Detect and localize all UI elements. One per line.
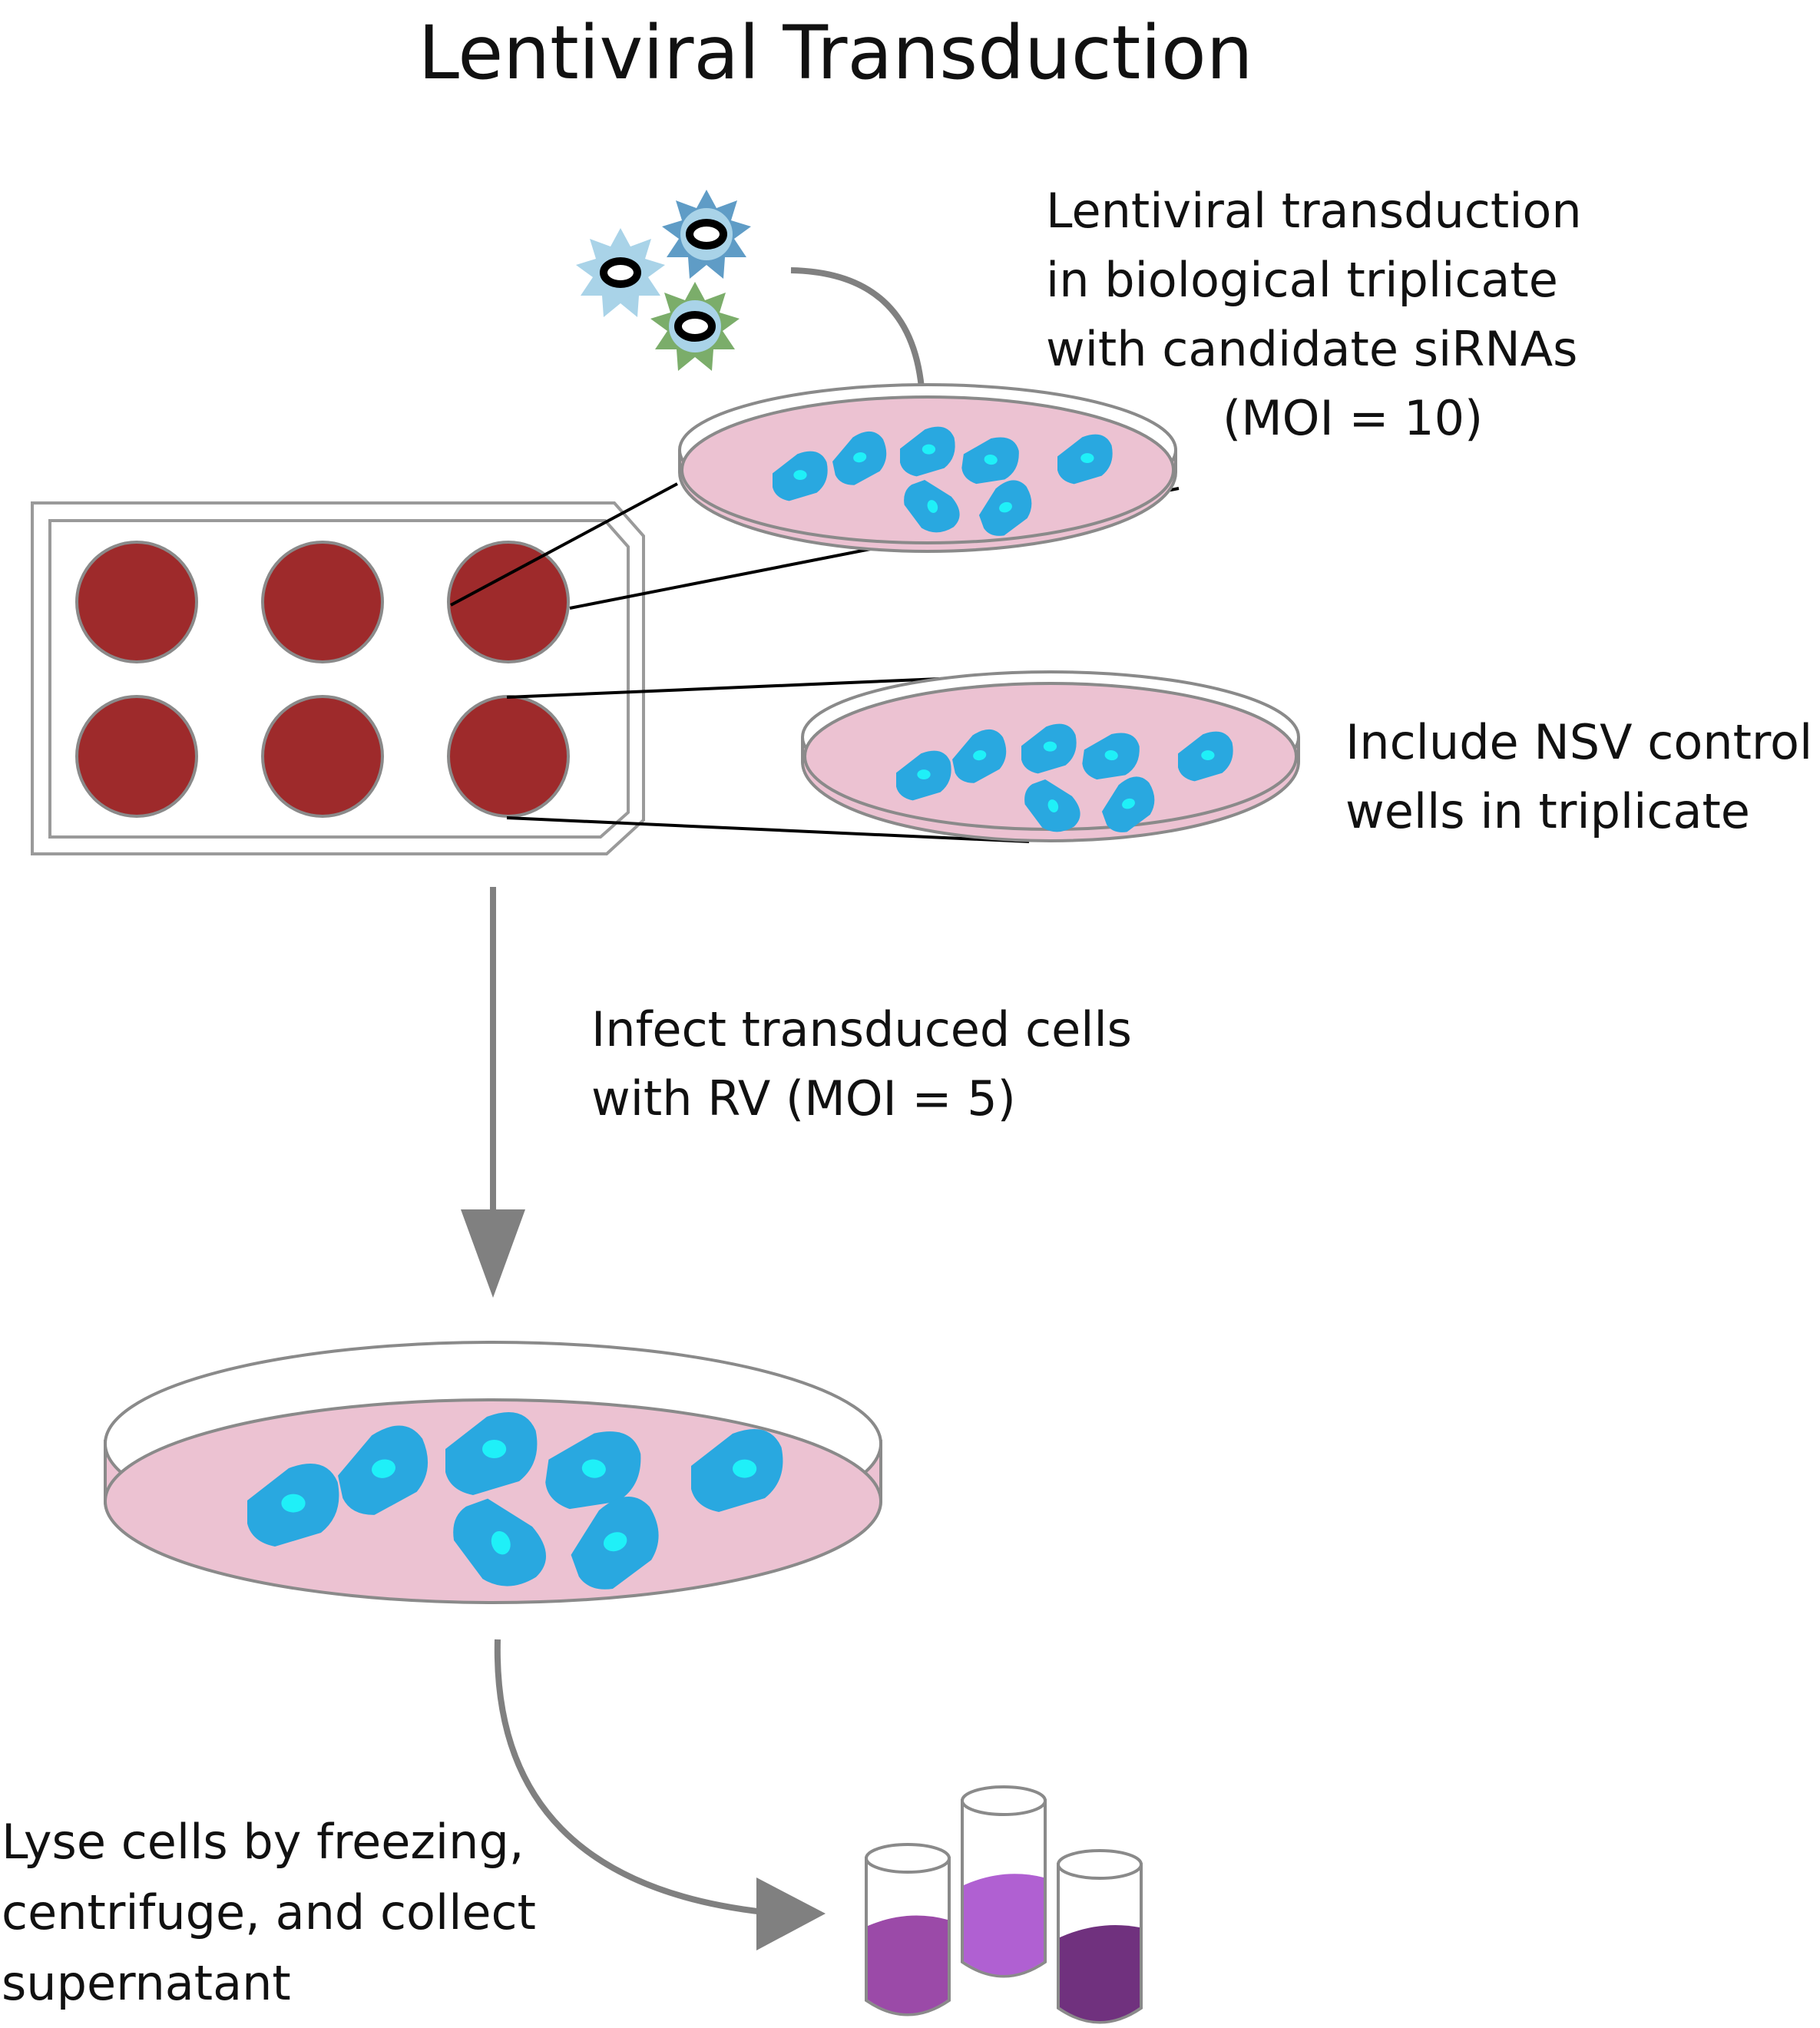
plate-inner-frame: [48, 519, 630, 839]
sample-tubes: [865, 1785, 1143, 2024]
well-b3: [447, 695, 570, 818]
connector-bottom-2: [506, 816, 1030, 843]
label-infect: Infect transduced cells with RV (MOI = 5…: [591, 1001, 1132, 1126]
virus-particle-3: [650, 282, 740, 371]
lentivirus-particles: [576, 190, 751, 371]
dish-nsv-control: [801, 670, 1300, 842]
label-infect-line-1: Infect transduced cells: [591, 1001, 1132, 1057]
label-transduction-line-4: (MOI = 10): [1223, 390, 1483, 446]
connector-top-1: [450, 482, 678, 607]
dish-candidate-sirna: [678, 383, 1177, 553]
infect-arrow: [461, 887, 525, 1298]
well-b1: [75, 695, 198, 818]
label-control-line-1: Include NSV control: [1345, 714, 1812, 770]
cells-large-dish: [247, 1412, 783, 1601]
label-lyse-line-2: centrifuge, and collect: [2, 1884, 536, 1940]
tube-3: [1057, 1849, 1143, 2024]
well-a1: [75, 541, 198, 663]
virus-particle-1: [576, 228, 665, 317]
label-lyse: Lyse cells by freezing, centrifuge, and …: [2, 1814, 536, 2011]
well-b2: [261, 695, 384, 818]
tube-2: [961, 1785, 1047, 1978]
label-transduction: Lentiviral transduction in biological tr…: [1046, 183, 1582, 446]
dish-rv-infected: [104, 1341, 882, 1604]
tube-1: [865, 1843, 951, 2016]
label-control-line-2: wells in triplicate: [1345, 783, 1750, 839]
well-a3: [447, 541, 570, 663]
lyse-arrow: [494, 1639, 826, 1950]
label-transduction-line-3: with candidate siRNAs: [1046, 321, 1577, 377]
well-a2: [261, 541, 384, 663]
virus-particle-2: [662, 190, 751, 279]
label-lyse-line-1: Lyse cells by freezing,: [2, 1814, 524, 1870]
six-well-plate: [31, 501, 645, 855]
cells-top-dish: [773, 426, 1113, 541]
page-title: Lentiviral Transduction: [418, 10, 1252, 96]
label-transduction-line-1: Lentiviral transduction: [1046, 183, 1582, 239]
label-lyse-line-3: supernatant: [2, 1955, 291, 2011]
cells-middle-dish: [896, 723, 1233, 841]
label-control: Include NSV control wells in triplicate: [1345, 714, 1812, 839]
label-transduction-line-2: in biological triplicate: [1046, 252, 1558, 308]
label-infect-line-2: with RV (MOI = 5): [591, 1070, 1016, 1126]
